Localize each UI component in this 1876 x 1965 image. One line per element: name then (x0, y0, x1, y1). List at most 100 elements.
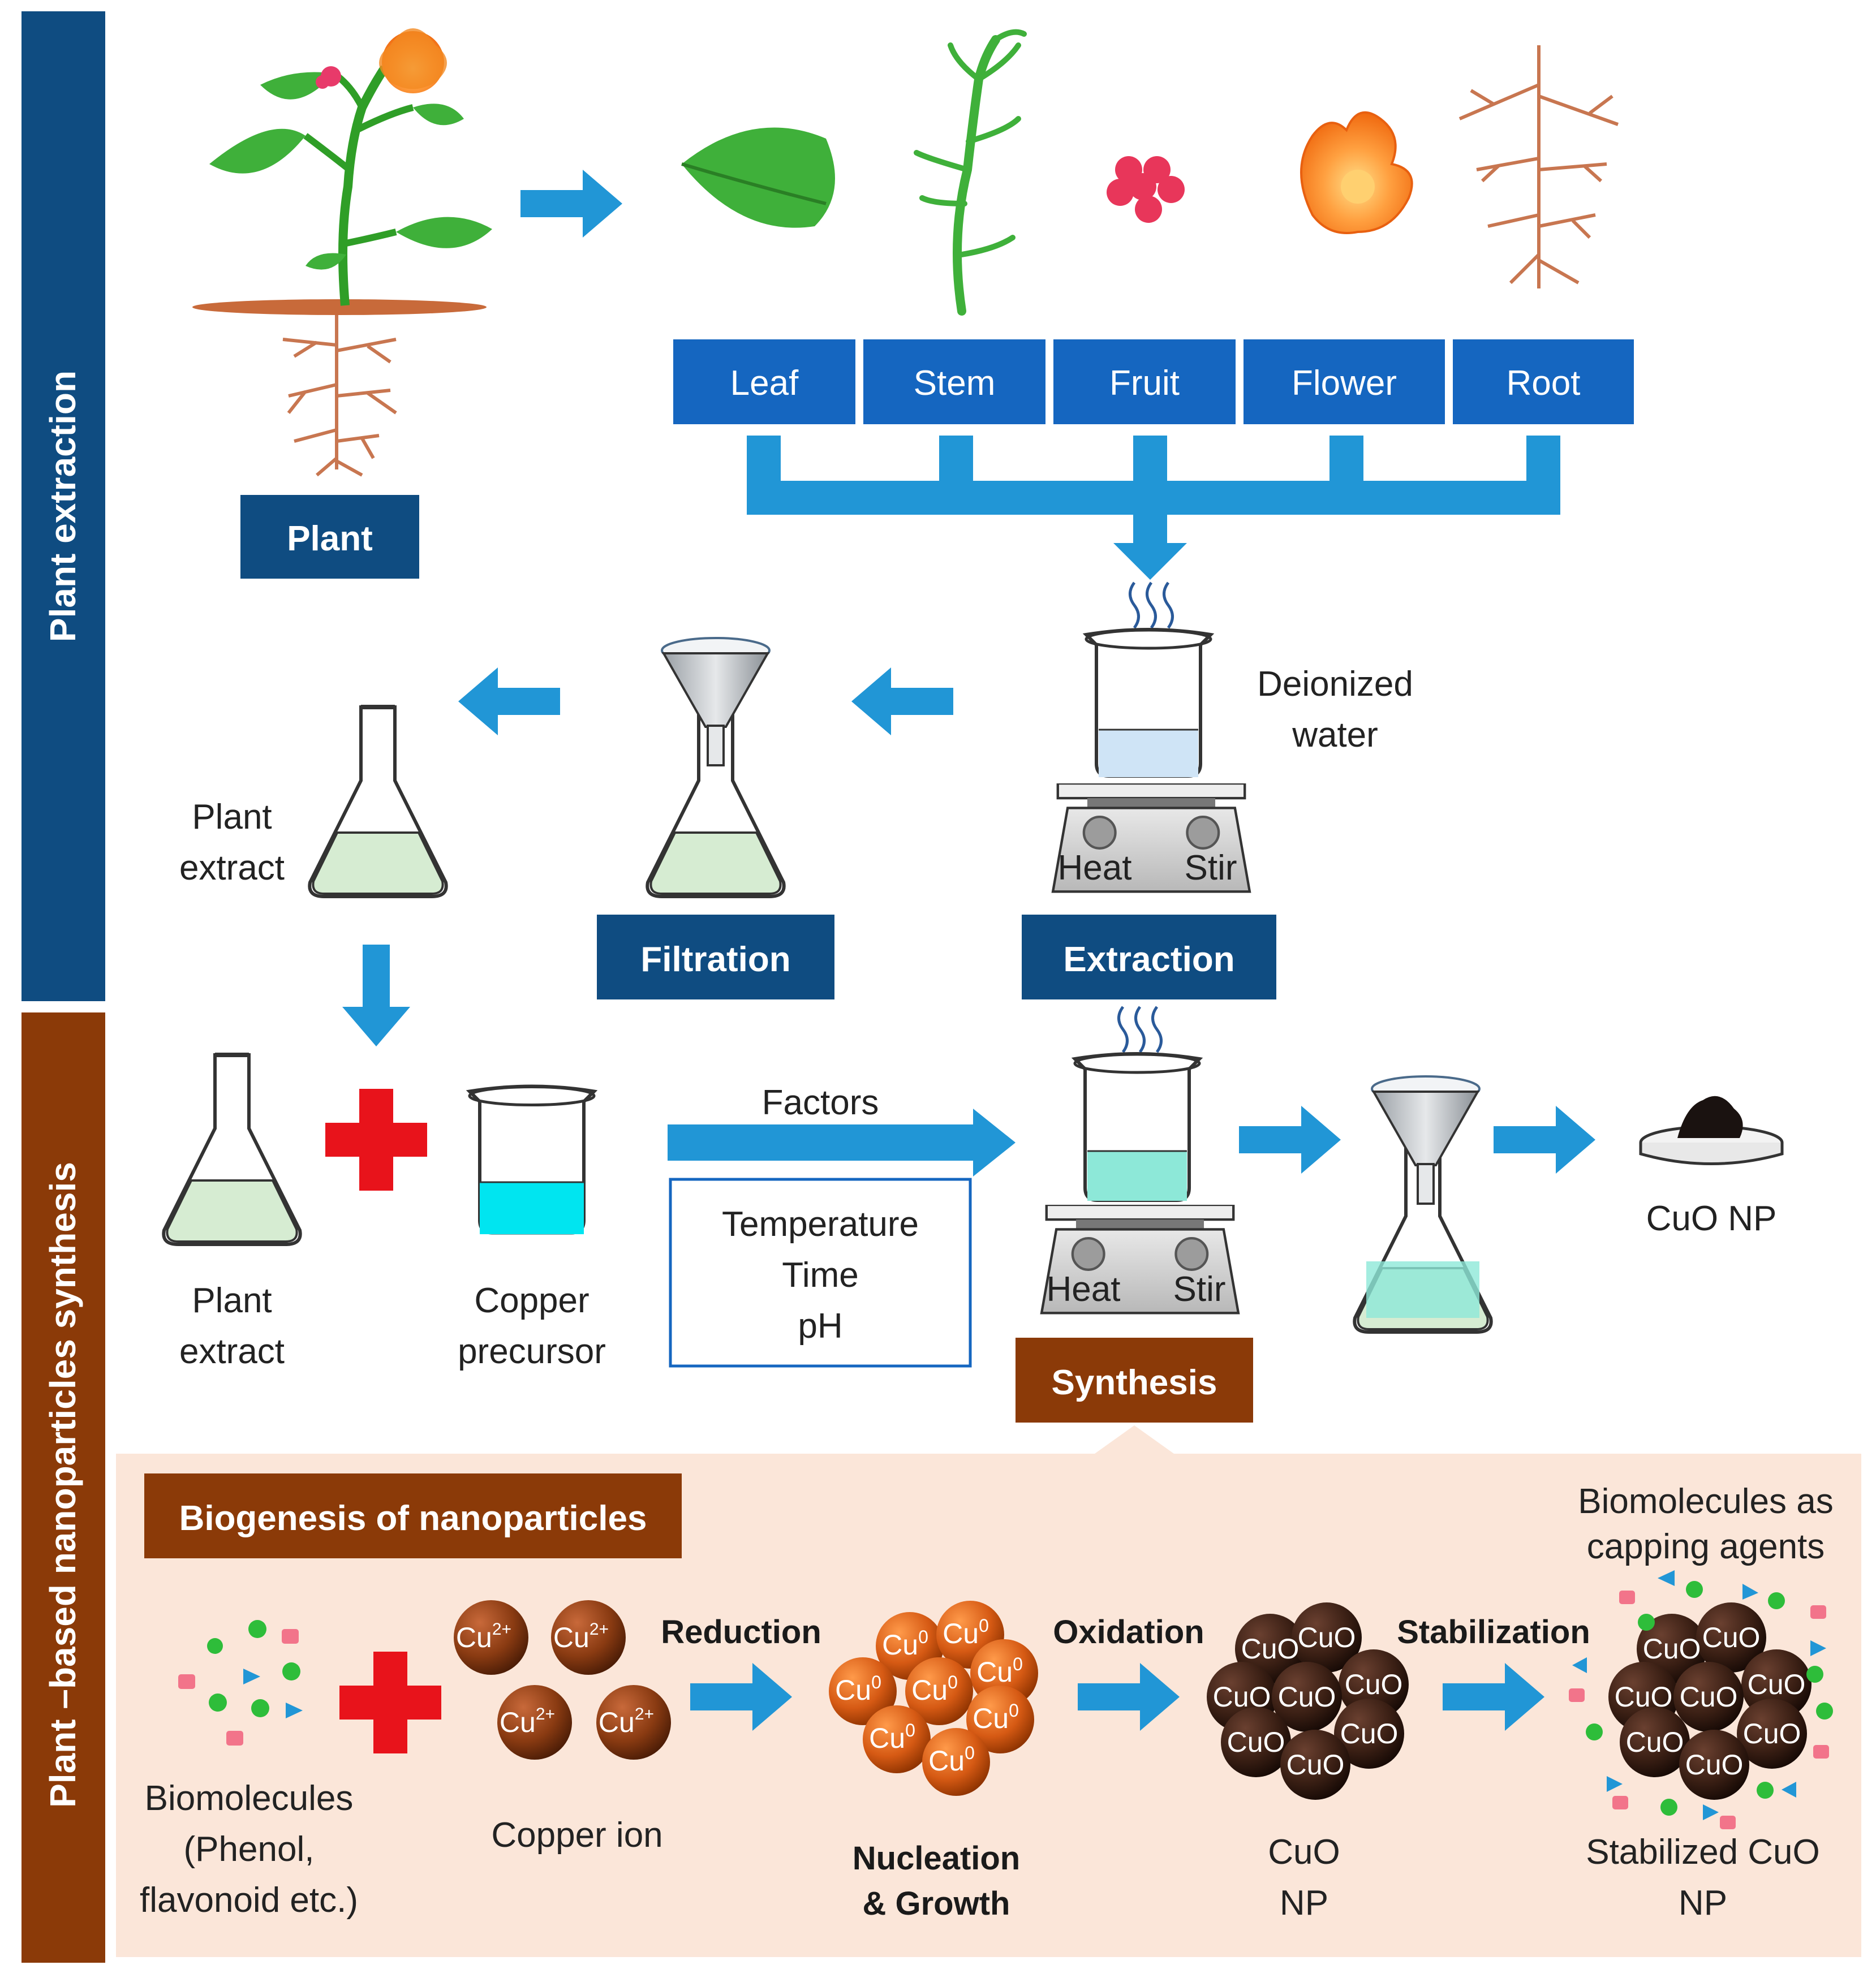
part-box-flower (1244, 339, 1445, 424)
parts-collector-arrow (747, 436, 1560, 580)
copper-ion-label: Copper ion (491, 1816, 662, 1855)
svg-text:Cu2+: Cu2+ (599, 1705, 654, 1738)
stabilized-cuo-cluster (1608, 1602, 1812, 1800)
arrow-filtration-to-extract (458, 667, 560, 735)
cuo-np-product-label: CuO NP (1646, 1199, 1777, 1238)
part-label-fruit: Fruit (1109, 364, 1180, 403)
leaf-illustration (681, 127, 835, 228)
copper-precursor-beaker (470, 1087, 594, 1235)
copper-ion-labels: Cu2+ Cu2+ Cu2+ Cu2+ (456, 1620, 654, 1738)
cuo-labels: CuO CuO CuO CuO CuO CuO CuO CuO (1213, 1622, 1403, 1781)
factors-title: Factors (762, 1083, 879, 1122)
svg-text:Cu0: Cu0 (928, 1743, 975, 1777)
sidebar-synthesis-label: Plant –based nanoparticles synthesis (42, 1162, 83, 1808)
factor-temperature: Temperature (722, 1205, 919, 1244)
sidebar-nanoparticle-synthesis: Plant –based nanoparticles synthesis (21, 1012, 105, 1963)
cu0-sup: 0 (1009, 1700, 1019, 1721)
plant-label: Plant (287, 519, 373, 558)
cuo-symbol: CuO (1298, 1622, 1356, 1653)
svg-text:Cu2+: Cu2+ (456, 1620, 511, 1653)
filtration-label: Filtration (640, 940, 790, 979)
plant-extract-line2: extract (179, 848, 285, 887)
cuo-symbol: CuO (1345, 1669, 1403, 1700)
stem-illustration (914, 29, 1027, 316)
cu-ion-charge: 2+ (536, 1705, 555, 1723)
arrow-extraction-to-filtration (851, 667, 953, 735)
stabilized-line2: NP (1679, 1884, 1727, 1923)
deionized-water-line1: Deionized (1257, 665, 1413, 704)
cu0-sup: 0 (871, 1672, 881, 1692)
plant-roots (282, 308, 397, 477)
part-box-leaf (673, 339, 855, 424)
cu-ion-symbol: Cu (456, 1622, 492, 1653)
synthesis-label: Synthesis (1052, 1363, 1217, 1402)
copper-precursor-line1: Copper (474, 1281, 589, 1320)
factors-arrow (668, 1109, 1016, 1177)
cuo-symbol: CuO (1643, 1633, 1701, 1665)
synthesis-filtration-apparatus (1354, 1076, 1491, 1332)
svg-text:Cu0: Cu0 (911, 1672, 958, 1706)
cu-ion-symbol: Cu (599, 1707, 635, 1738)
cu0-sup: 0 (918, 1627, 928, 1647)
filtration-label-box (597, 915, 834, 999)
cuo-symbol: CuO (1743, 1718, 1801, 1749)
cu0-labels: Cu0 Cu0 Cu0 Cu0 Cu0 Cu0 Cu0 Cu0 (835, 1615, 1023, 1777)
cuo-symbol: CuO (1626, 1726, 1684, 1758)
extraction-label-box (1022, 915, 1276, 999)
cu0-sup: 0 (979, 1615, 989, 1636)
cuo-symbol: CuO (1340, 1718, 1399, 1749)
cu-ion-symbol: Cu (553, 1622, 590, 1653)
synthesis-extract-line2: extract (179, 1332, 285, 1371)
arrow-extract-down (342, 945, 410, 1046)
svg-text:Cu0: Cu0 (869, 1720, 915, 1754)
cu-ion-charge: 2+ (590, 1620, 609, 1639)
biogenesis-title-box (144, 1473, 682, 1558)
stabilized-cuo-labels: CuO CuO CuO CuO CuO CuO CuO CuO (1615, 1622, 1806, 1781)
biomolecules-line1: Biomolecules (145, 1779, 354, 1818)
cu0-cluster (829, 1601, 1038, 1796)
cu0-symbol: Cu (882, 1629, 918, 1661)
part-label-stem: Stem (914, 364, 996, 403)
arrow-filter-to-product (1494, 1106, 1595, 1174)
nucleation-line1: Nucleation (853, 1840, 1021, 1877)
cuo-cluster (1207, 1602, 1409, 1800)
step-reduction-label: Reduction (661, 1614, 821, 1651)
extraction-apparatus (1053, 581, 1250, 891)
svg-text:Cu0: Cu0 (882, 1627, 928, 1661)
extraction-label: Extraction (1063, 940, 1234, 979)
svg-text:Cu0: Cu0 (835, 1672, 881, 1706)
cu-ion-symbol: Cu (500, 1707, 536, 1738)
cuo-symbol: CuO (1680, 1681, 1738, 1713)
part-box-root (1453, 339, 1634, 424)
factor-time: Time (782, 1256, 858, 1295)
plant-extract-flask (309, 707, 446, 897)
cu0-symbol: Cu (928, 1745, 965, 1777)
svg-text:Cu0: Cu0 (976, 1654, 1023, 1688)
deionized-water-line2: water (1292, 716, 1378, 755)
stabilized-line1: Stabilized CuO (1586, 1833, 1820, 1872)
plant-label-box (240, 495, 419, 579)
svg-text:Cu2+: Cu2+ (553, 1620, 609, 1653)
biomolecules-illustration (178, 1620, 303, 1746)
cu0-symbol: Cu (976, 1656, 1013, 1688)
synthesis-label-box (1016, 1338, 1253, 1423)
extraction-heat-label: Heat (1058, 848, 1132, 887)
factor-ph: pH (798, 1307, 842, 1346)
synthesis-plant-extract-flask (163, 1055, 300, 1244)
cu0-sup: 0 (948, 1672, 958, 1692)
plant-extract-line1: Plant (192, 798, 272, 837)
root-illustration (1458, 45, 1619, 288)
factors-box (669, 1178, 972, 1368)
cuo-symbol: CuO (1286, 1749, 1345, 1781)
cuo-symbol: CuO (1213, 1681, 1271, 1713)
cu0-symbol: Cu (911, 1674, 948, 1706)
cuo-symbol: CuO (1278, 1681, 1336, 1713)
synthesis-extract-line1: Plant (192, 1281, 272, 1320)
cuo-np-petri-dish (1639, 1096, 1784, 1165)
extraction-stir-label: Stir (1185, 848, 1237, 887)
cu0-sup: 0 (965, 1743, 975, 1763)
cuo-symbol: CuO (1227, 1726, 1285, 1758)
plant-illustration (192, 28, 492, 477)
svg-text:Cu0: Cu0 (973, 1700, 1019, 1734)
